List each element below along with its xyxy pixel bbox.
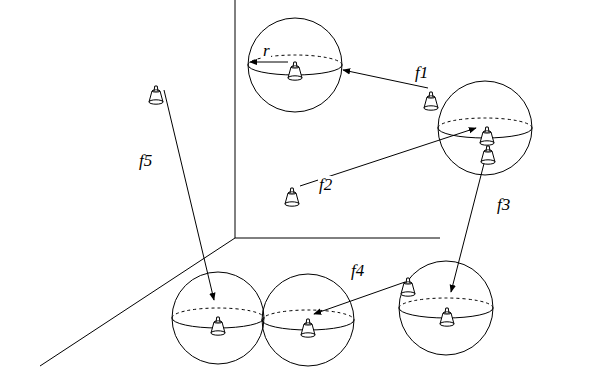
force-label: f1 (414, 64, 429, 81)
force-label: f5 (138, 152, 153, 169)
force-label: f2 (318, 176, 333, 193)
force-label: f3 (496, 196, 511, 213)
force-label: f4 (350, 262, 365, 279)
radius-label: r (262, 42, 271, 59)
